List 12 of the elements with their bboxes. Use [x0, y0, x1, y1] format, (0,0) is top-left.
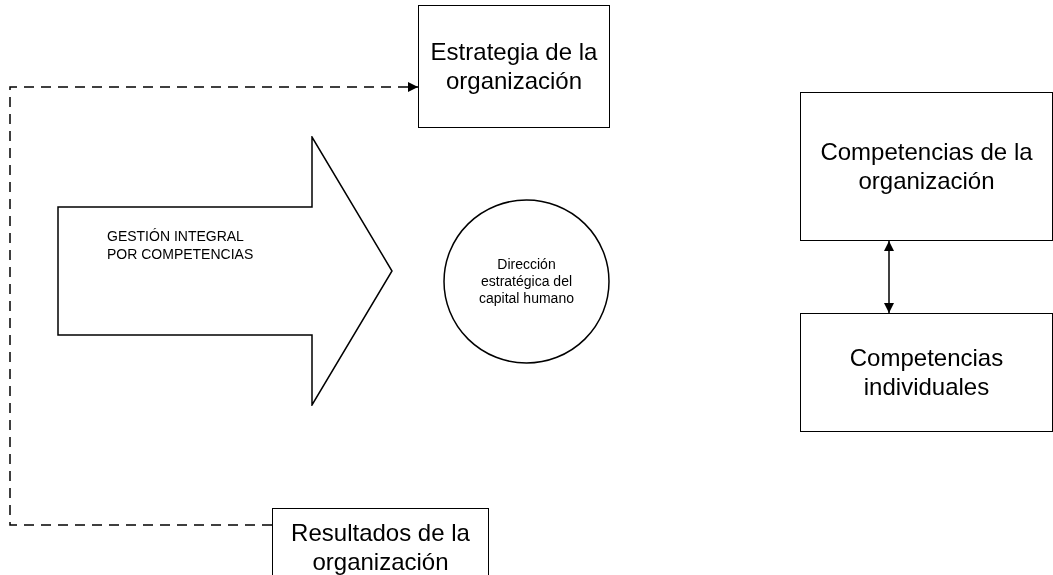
process-box [800, 92, 1053, 241]
ellipse-label: Dirección estratégica del capital humano [478, 256, 575, 307]
box-label: Competencias individuales [848, 343, 1005, 402]
box-label: Estrategia de la organización [429, 37, 599, 96]
double-arrow [884, 240, 894, 314]
process-box [418, 5, 610, 128]
box-label: Competencias de la organización [819, 137, 1034, 196]
box-label: Resultados de la organización [290, 519, 471, 575]
dashed-arrow [9, 82, 419, 526]
arrow-label: GESTIÓN INTEGRAL POR COMPETENCIAS [107, 228, 255, 263]
process-box [800, 313, 1053, 432]
process-box [272, 508, 489, 575]
